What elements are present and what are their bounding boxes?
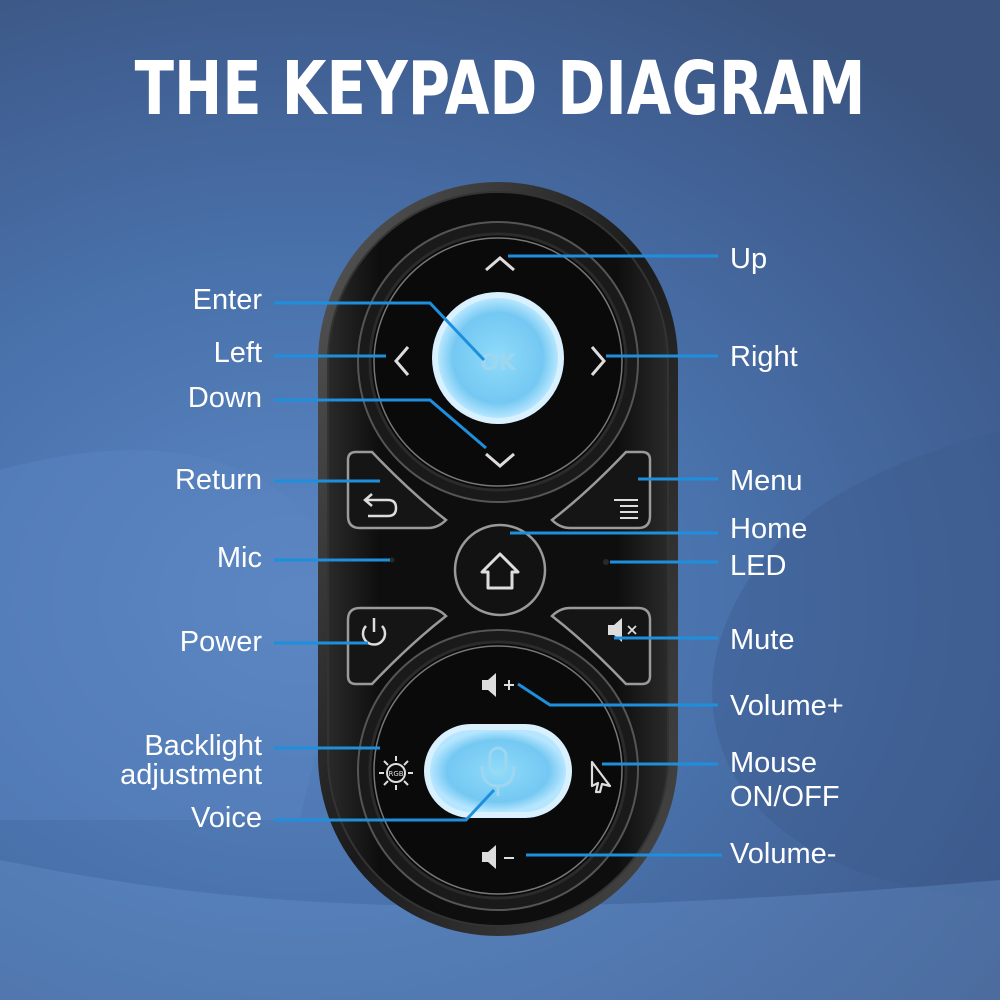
rgb-label: RGB [388,770,403,778]
line-down [274,398,487,450]
label-mute: Mute [730,624,795,656]
arrow-right-icon[interactable] [590,346,606,376]
label-volume-minus: Volume- [730,838,837,870]
volume-down-icon[interactable] [482,845,514,869]
label-down: Down [187,382,262,414]
page-title: THE KEYPAD DIAGRAM [134,46,866,132]
label-backlight-line1: Backlight [144,730,262,762]
home-icon [480,552,520,590]
return-button[interactable] [346,450,448,530]
arrow-up-icon[interactable] [485,256,515,272]
arrow-down-icon[interactable] [485,452,515,468]
volume-up-icon[interactable] [482,673,514,697]
label-power: Power [179,626,262,658]
label-menu: Menu [730,465,803,497]
label-up: Up [730,243,768,275]
label-mouse-line1: Mouse [730,747,818,779]
ok-label: OK [480,351,517,376]
line-volume-plus [517,682,718,707]
back-arrow-icon [363,493,398,518]
microphone-icon [480,746,516,796]
power-icon [361,618,387,646]
ok-button[interactable]: OK [432,292,564,424]
backlight-sun-icon[interactable]: RGB [379,756,413,790]
mic-hole [389,557,395,563]
label-right: Right [730,341,798,373]
line-voice [274,788,496,822]
voice-button[interactable] [424,724,572,818]
label-left: Left [213,337,262,369]
mute-icon [608,618,637,642]
power-button[interactable] [346,606,448,686]
arrow-left-icon[interactable] [394,346,410,376]
menu-button[interactable] [550,450,652,530]
label-mic: Mic [216,542,262,574]
label-home: Home [730,513,808,545]
menu-lines-icon [614,499,638,519]
label-enter: Enter [192,284,262,316]
label-led: LED [730,550,787,582]
mouse-pointer-icon[interactable] [590,760,612,794]
label-backlight-line2: adjustment [120,759,262,791]
label-mouse-line2: ON/OFF [730,781,840,813]
label-voice: Voice [191,802,262,834]
led-indicator [603,559,609,565]
line-enter [274,301,486,362]
label-return: Return [174,464,262,496]
label-volume-plus: Volume+ [730,690,844,722]
home-button[interactable] [453,523,547,617]
mute-button[interactable] [550,606,652,686]
